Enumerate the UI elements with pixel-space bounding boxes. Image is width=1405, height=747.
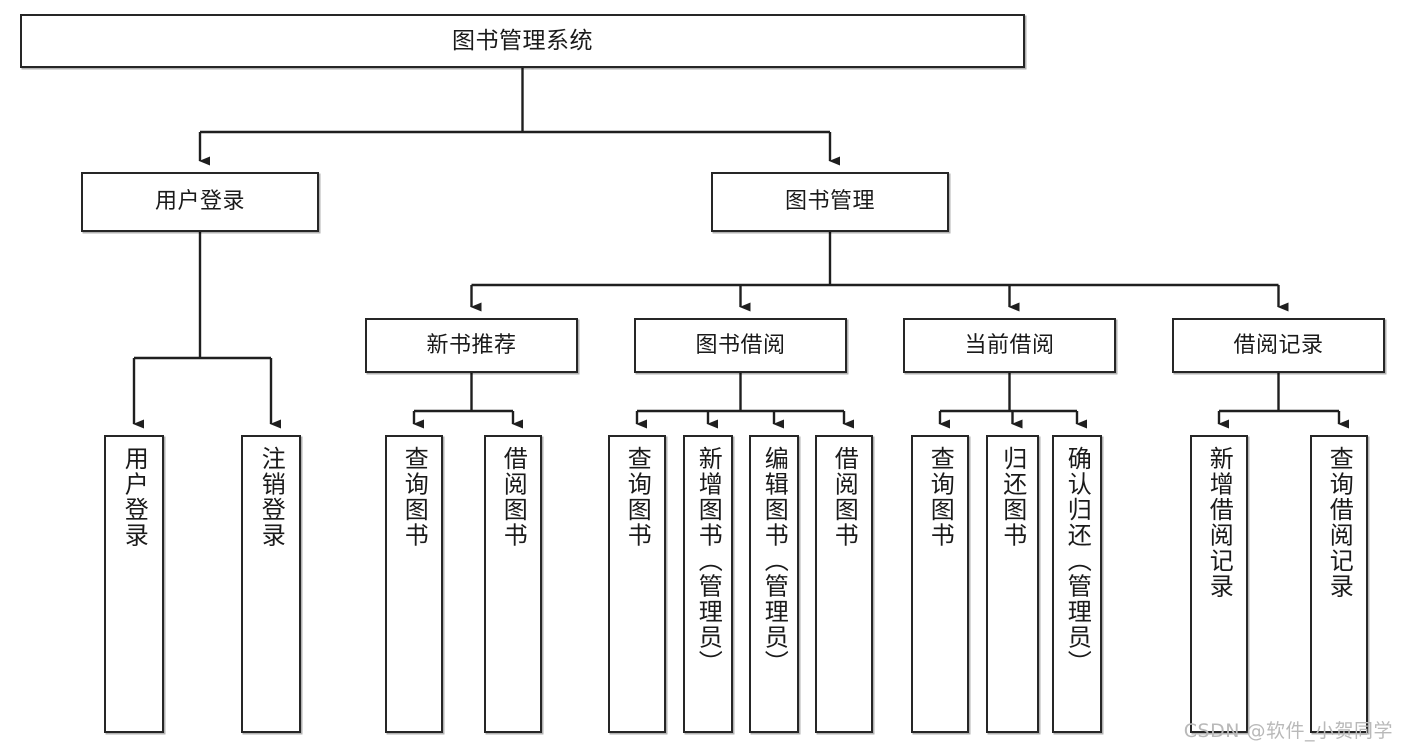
node-label-leaf-query-book-3: 查询图书	[926, 446, 955, 548]
node-label-root: 图书管理系统	[452, 27, 593, 54]
node-root[interactable]: 图书管理系统	[20, 14, 1025, 68]
node-label-new-book-recommend: 新书推荐	[426, 332, 517, 358]
node-label-leaf-user-login: 用户登录	[120, 446, 149, 548]
node-user-login[interactable]: 用户登录	[81, 172, 319, 232]
node-book-management[interactable]: 图书管理	[711, 172, 949, 232]
node-label-leaf-confirm-return: 确认归还（管理员）	[1063, 446, 1092, 676]
node-label-leaf-borrow-book-1: 借阅图书	[499, 446, 528, 548]
node-label-current-borrow: 当前借阅	[964, 332, 1055, 358]
node-leaf-borrow-book-1[interactable]: 借阅图书	[484, 435, 542, 733]
node-label-leaf-logout: 注销登录	[257, 446, 286, 548]
node-leaf-query-book-1[interactable]: 查询图书	[385, 435, 443, 733]
csdn-watermark: CSDN @软件_小贺同学	[1183, 720, 1393, 742]
node-leaf-edit-book[interactable]: 编辑图书（管理员）	[749, 435, 799, 733]
node-label-leaf-query-book-1: 查询图书	[400, 446, 429, 548]
node-label-leaf-edit-book: 编辑图书（管理员）	[760, 446, 789, 676]
node-label-leaf-return-book: 归还图书	[998, 446, 1027, 548]
node-label-book-management: 图书管理	[784, 189, 875, 215]
node-leaf-borrow-book-2[interactable]: 借阅图书	[815, 435, 873, 733]
node-leaf-logout[interactable]: 注销登录	[241, 435, 301, 733]
node-leaf-query-book-3[interactable]: 查询图书	[911, 435, 969, 733]
node-borrow-records[interactable]: 借阅记录	[1172, 318, 1385, 373]
node-leaf-query-book-2[interactable]: 查询图书	[608, 435, 666, 733]
node-new-book-recommend[interactable]: 新书推荐	[365, 318, 578, 373]
node-leaf-return-book[interactable]: 归还图书	[986, 435, 1039, 733]
node-label-leaf-add-record: 新增借阅记录	[1205, 446, 1234, 599]
node-label-leaf-add-book: 新增图书（管理员）	[694, 446, 723, 676]
node-label-book-borrow: 图书借阅	[695, 332, 786, 358]
node-label-borrow-records: 借阅记录	[1233, 332, 1324, 358]
node-leaf-add-record[interactable]: 新增借阅记录	[1190, 435, 1248, 733]
node-current-borrow[interactable]: 当前借阅	[903, 318, 1116, 373]
node-leaf-add-book[interactable]: 新增图书（管理员）	[683, 435, 733, 733]
node-leaf-user-login[interactable]: 用户登录	[104, 435, 164, 733]
node-leaf-confirm-return[interactable]: 确认归还（管理员）	[1052, 435, 1102, 733]
node-label-leaf-borrow-book-2: 借阅图书	[830, 446, 859, 548]
node-book-borrow[interactable]: 图书借阅	[634, 318, 847, 373]
node-label-user-login: 用户登录	[154, 189, 245, 215]
node-label-leaf-query-book-2: 查询图书	[623, 446, 652, 548]
node-label-leaf-query-record: 查询借阅记录	[1325, 446, 1354, 599]
node-leaf-query-record[interactable]: 查询借阅记录	[1310, 435, 1368, 733]
